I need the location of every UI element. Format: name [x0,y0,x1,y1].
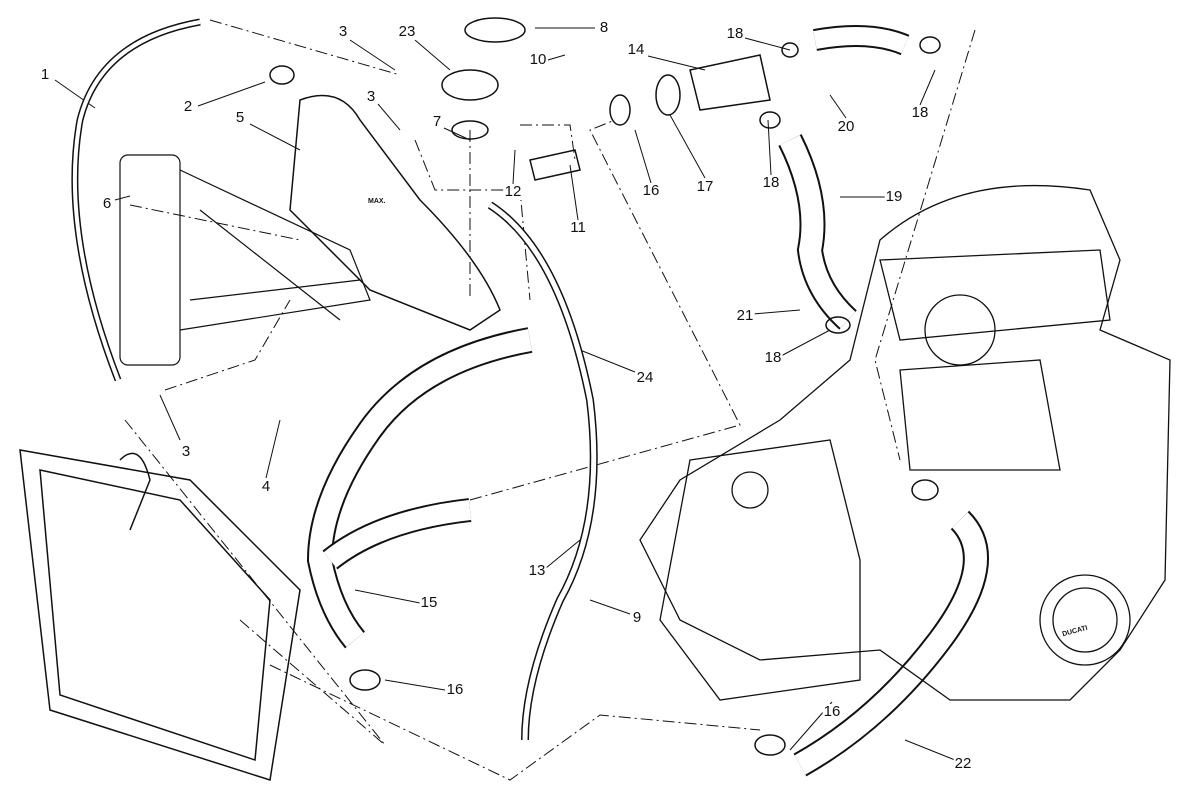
callout-21: 21 [735,307,755,324]
tank-max-mark: MAX. [368,198,386,205]
callout-16: 16 [641,182,661,199]
callout-20: 20 [836,118,856,135]
frame [119,154,371,366]
callout-6: 6 [101,195,113,212]
callout-22: 22 [953,755,973,772]
callout-3: 3 [180,443,192,460]
callout-23: 23 [397,23,417,40]
callout-10: 10 [528,51,548,68]
callout-3: 3 [337,23,349,40]
callout-1: 1 [39,66,51,83]
callout-16: 16 [445,681,465,698]
callout-18: 18 [725,25,745,42]
radiator [19,449,301,781]
callout-18: 18 [763,349,783,366]
callout-24: 24 [635,369,655,386]
callout-13: 13 [527,562,547,579]
callout-9: 9 [631,609,643,626]
callout-5: 5 [234,109,246,126]
callout-7: 7 [431,113,443,130]
callout-12: 12 [503,183,523,200]
callout-18: 18 [910,104,930,121]
engine [639,184,1171,701]
callout-15: 15 [419,594,439,611]
callout-18: 18 [761,174,781,191]
leader-lines [54,27,956,761]
callout-4: 4 [260,478,272,495]
hoses [71,18,989,777]
callout-17: 17 [695,178,715,195]
callout-8: 8 [598,19,610,36]
callout-16: 16 [822,703,842,720]
small-parts [269,17,941,756]
expansion-tank [289,94,501,331]
reference-lines [124,19,976,781]
callout-19: 19 [884,188,904,205]
callout-14: 14 [626,41,646,58]
callout-11: 11 [569,219,587,236]
callout-2: 2 [182,98,194,115]
callout-3: 3 [365,88,377,105]
